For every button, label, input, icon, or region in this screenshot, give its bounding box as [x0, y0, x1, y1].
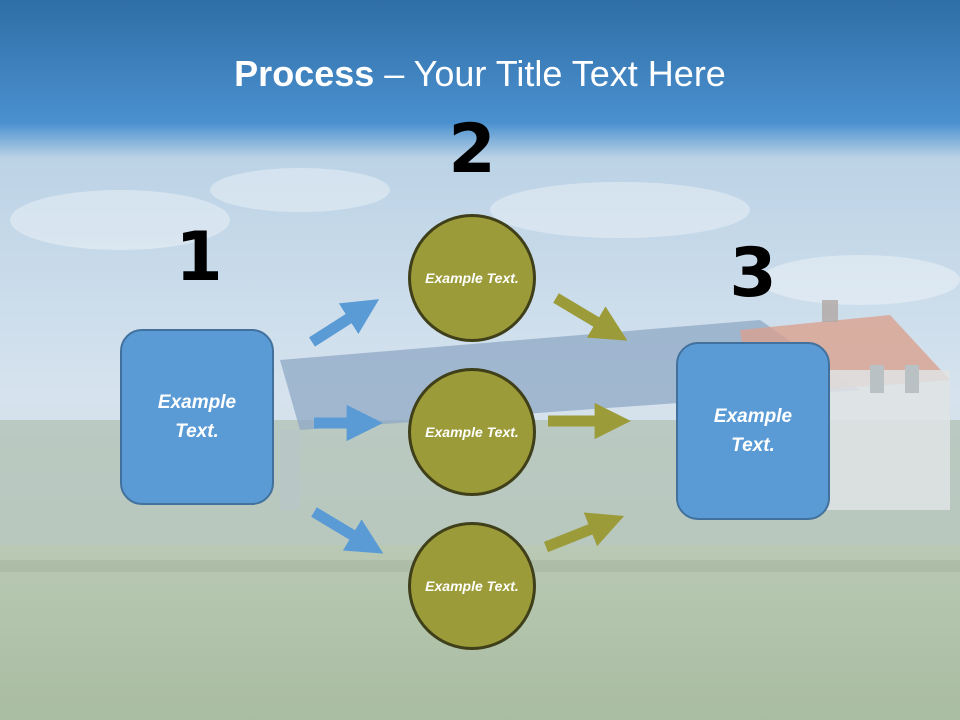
slide-title: Process – Your Title Text Here: [0, 52, 960, 96]
step-3-text: Example Text.: [713, 406, 793, 456]
arrow-box1-to-circle-top: [309, 299, 380, 347]
circle-middle-text: Example Text.: [425, 423, 519, 440]
step-number-2: 2: [448, 110, 496, 189]
step-2-circle-bottom: Example Text.: [408, 522, 536, 650]
slide-title-rest: – Your Title Text Here: [374, 53, 726, 94]
step-number-3: 3: [729, 234, 777, 313]
step-1-text: Example Text.: [157, 392, 237, 442]
step-1-box: Example Text.: [120, 329, 274, 505]
slide-title-bold: Process: [234, 53, 375, 94]
arrow-circle-bottom-to-box3: [543, 512, 625, 553]
circle-top-text: Example Text.: [425, 269, 519, 286]
step-2-circle-middle: Example Text.: [408, 368, 536, 496]
step-2-circle-top: Example Text.: [408, 214, 536, 342]
arrow-circle-top-to-box3: [553, 293, 628, 341]
step-3-box: Example Text.: [676, 342, 830, 520]
step-number-1: 1: [175, 218, 223, 297]
arrow-box1-to-circle-bottom: [311, 507, 384, 554]
circle-bottom-text: Example Text.: [425, 577, 519, 594]
